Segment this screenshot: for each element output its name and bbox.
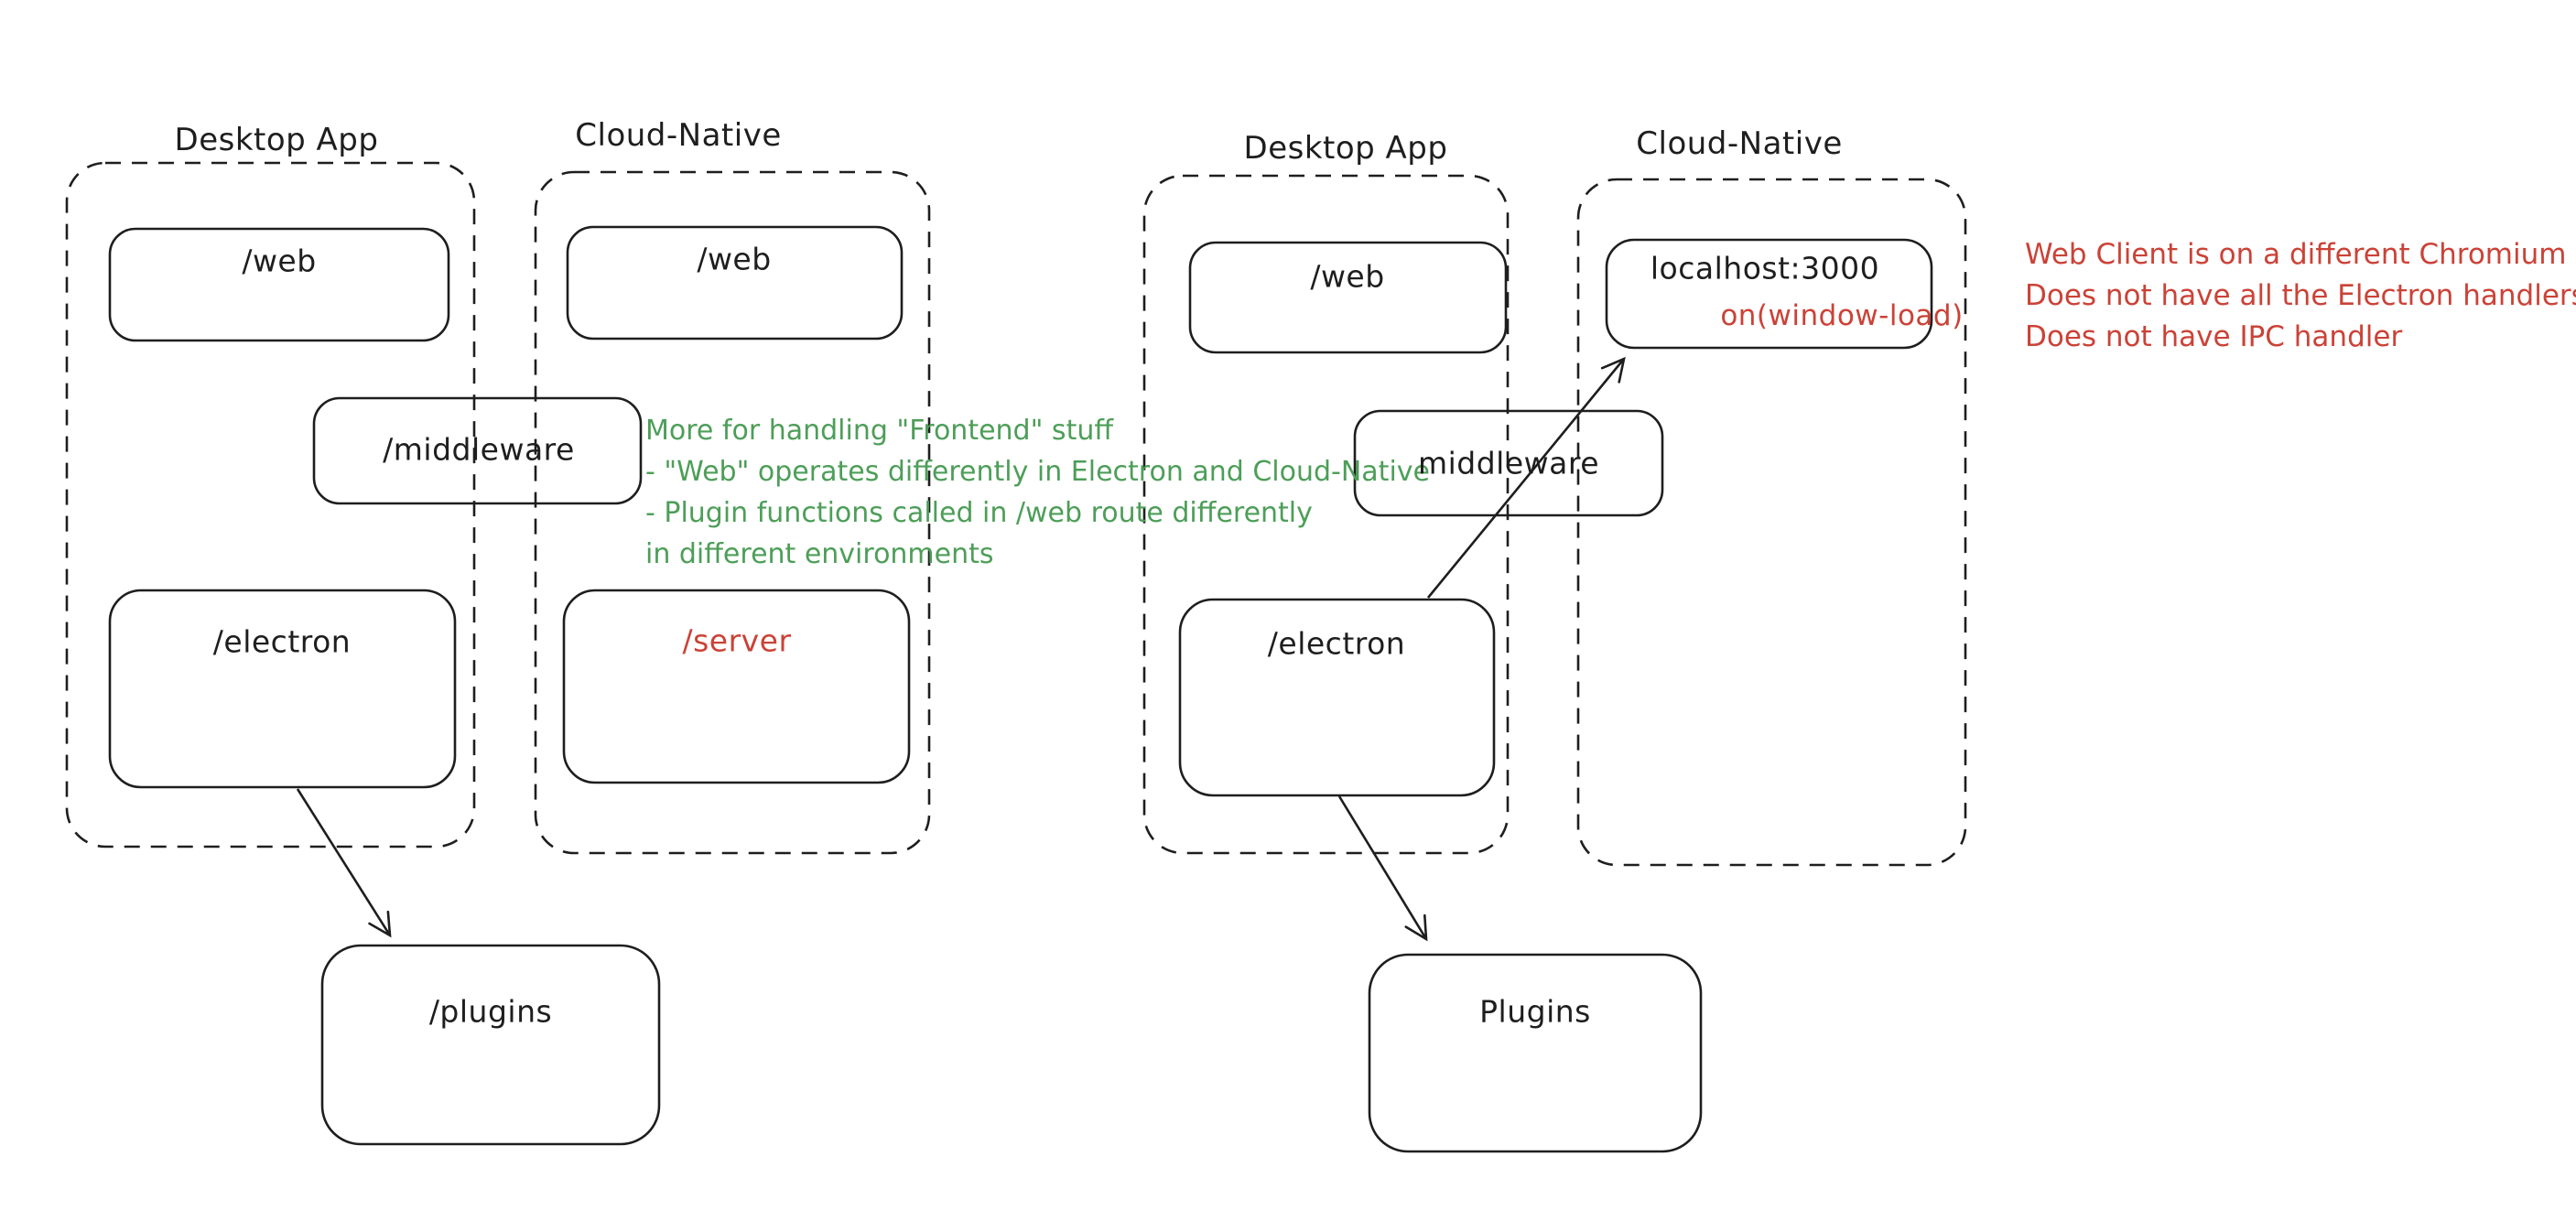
right-web-box [1188,241,1508,354]
right-plugins-box [1368,953,1703,1153]
left-web-desktop-box [108,227,450,342]
left-desktop-app-container [65,161,476,848]
right-middleware-box-label: middleware [1417,445,1600,481]
red-note-line-3: Does not have IPC handler [2025,320,2403,353]
right-web-box-label: /web [1310,258,1385,295]
left-server-box [562,589,911,784]
left-web-desktop-box-label: /web [242,243,317,279]
right-electron-box [1178,598,1496,797]
left-middleware-box-label: /middleware [383,431,575,468]
right-localhost-box [1605,238,1933,350]
right-plugins-box-label: Plugins [1479,993,1591,1030]
right-desktop-app-label: Desktop App [1243,130,1448,167]
left-web-cloud-box [566,225,904,340]
left-cloud-native-label: Cloud-Native [575,117,782,154]
green-note-line-4: in different environments [645,538,994,570]
green-note-line-1: More for handling "Frontend" stuff [645,415,1114,447]
left-middleware-box [312,396,643,505]
right-localhost-event-label: on(window-load) [1720,299,1964,332]
right-middleware-box [1353,409,1664,517]
left-server-box-label: /server [682,622,792,659]
left-desktop-app-label: Desktop App [174,122,379,158]
red-note: Web Client is on a different Chromium wi… [2025,234,2576,358]
right-localhost-box-label: localhost:3000 [1650,250,1880,286]
left-plugins-box-label: /plugins [428,993,553,1030]
left-electron-box-label: /electron [212,623,352,660]
left-electron-box [108,589,457,789]
right-cloud-native-label: Cloud-Native [1636,125,1843,162]
left-electron-to-plugins-arrow [296,788,392,938]
green-note: More for handling "Frontend" stuff - "We… [645,410,1430,575]
red-note-line-1: Web Client is on a different Chromium wi… [2025,238,2576,271]
right-cloud-native-container [1576,178,1967,867]
green-note-line-3: - Plugin functions called in /web route … [645,497,1313,529]
green-note-line-2: - "Web" operates differently in Electron… [645,456,1430,488]
right-electron-box-label: /electron [1267,625,1406,662]
right-electron-to-localhost-arrow [1426,356,1626,599]
red-note-line-2: Does not have all the Electron handlers [2025,279,2576,312]
left-web-cloud-box-label: /web [697,241,772,277]
left-plugins-box [320,944,661,1146]
right-electron-to-plugins-arrow [1337,795,1428,942]
left-cloud-native-container [534,170,931,855]
